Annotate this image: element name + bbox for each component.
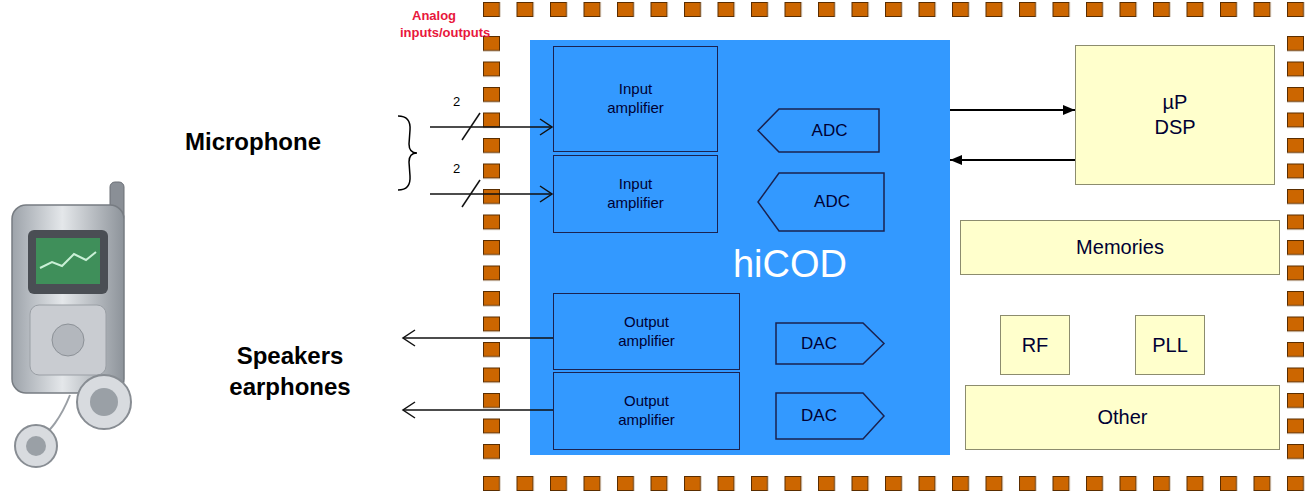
- converter-symbol: DAC: [775, 322, 885, 365]
- chip-pad-column: [483, 36, 501, 460]
- output-wires: [403, 330, 553, 418]
- codec-block: hiCODInput amplifierADCInput amplifierAD…: [530, 40, 950, 455]
- amplifier-box: Input amplifier: [553, 46, 718, 152]
- amplifier-box: Input amplifier: [553, 155, 718, 233]
- amplifier-box: Output amplifier: [553, 293, 740, 370]
- amplifier-box: Output amplifier: [553, 372, 740, 450]
- screen-graphic: [40, 252, 96, 268]
- phone-bezel: [28, 230, 108, 294]
- phone-illustration: [12, 182, 131, 467]
- bus-width: 2: [453, 94, 460, 111]
- box-label: Output amplifier: [607, 313, 687, 351]
- device-label: Microphone: [185, 126, 321, 157]
- open-arrowhead: [403, 402, 415, 418]
- input-wire: [430, 193, 552, 195]
- block-title: hiCOD: [733, 244, 847, 286]
- phone-screen: [36, 238, 100, 284]
- output-wire: [403, 409, 553, 411]
- phone-body: [12, 205, 124, 393]
- phone-button: [52, 324, 84, 356]
- box-label: DAC: [801, 405, 837, 426]
- device-label: Speakers earphones: [218, 340, 362, 402]
- converter-symbol: DAC: [775, 392, 885, 440]
- box-label: Memories: [1076, 235, 1164, 260]
- box-label: ADC: [814, 191, 850, 212]
- box-label: DAC: [801, 333, 837, 354]
- data-arrow: [950, 159, 1075, 161]
- box-label: Input amplifier: [596, 80, 676, 118]
- chip-pad-row: [483, 2, 1305, 18]
- converter-outline: [758, 109, 879, 152]
- processor-box: µP DSP: [1075, 45, 1275, 185]
- section-note: Analog inputs/outputs: [400, 8, 496, 42]
- box-label: Input amplifier: [596, 175, 676, 213]
- open-arrowhead: [540, 186, 552, 202]
- data-arrow: [950, 109, 1075, 111]
- open-arrowhead: [540, 119, 552, 135]
- earbud-grill: [26, 436, 46, 456]
- input-wire: [430, 126, 552, 128]
- converter-symbol: ADC: [757, 172, 885, 232]
- earbud-grill: [90, 388, 118, 416]
- rf-box: RF: [1000, 315, 1070, 375]
- converter-outline: [758, 173, 884, 231]
- connectors: [950, 110, 1075, 160]
- bus-slash: [462, 180, 480, 207]
- open-arrowhead: [403, 330, 415, 346]
- bus-slash: [462, 113, 480, 140]
- box-label: PLL: [1152, 333, 1188, 358]
- converter-symbol: ADC: [757, 108, 880, 153]
- box-label: Output amplifier: [607, 392, 687, 430]
- memory-box: Memories: [960, 220, 1280, 275]
- phone-keypad: [30, 305, 106, 375]
- box-label: ADC: [812, 120, 848, 141]
- brace: [398, 116, 417, 190]
- box-label: RF: [1022, 333, 1049, 358]
- converter-outline: [776, 323, 884, 364]
- chip-pad-row: [483, 476, 1305, 492]
- other-box: Other: [965, 385, 1280, 450]
- input-wires: [430, 113, 552, 207]
- output-wire: [403, 337, 553, 339]
- converter-outline: [776, 393, 884, 439]
- earbud: [15, 425, 57, 467]
- box-label: Other: [1097, 405, 1147, 430]
- earbud: [77, 375, 131, 429]
- box-label: µP DSP: [1150, 90, 1200, 140]
- bus-width: 2: [453, 161, 460, 178]
- chip-pad-column: [1287, 36, 1305, 460]
- pll-box: PLL: [1135, 315, 1205, 375]
